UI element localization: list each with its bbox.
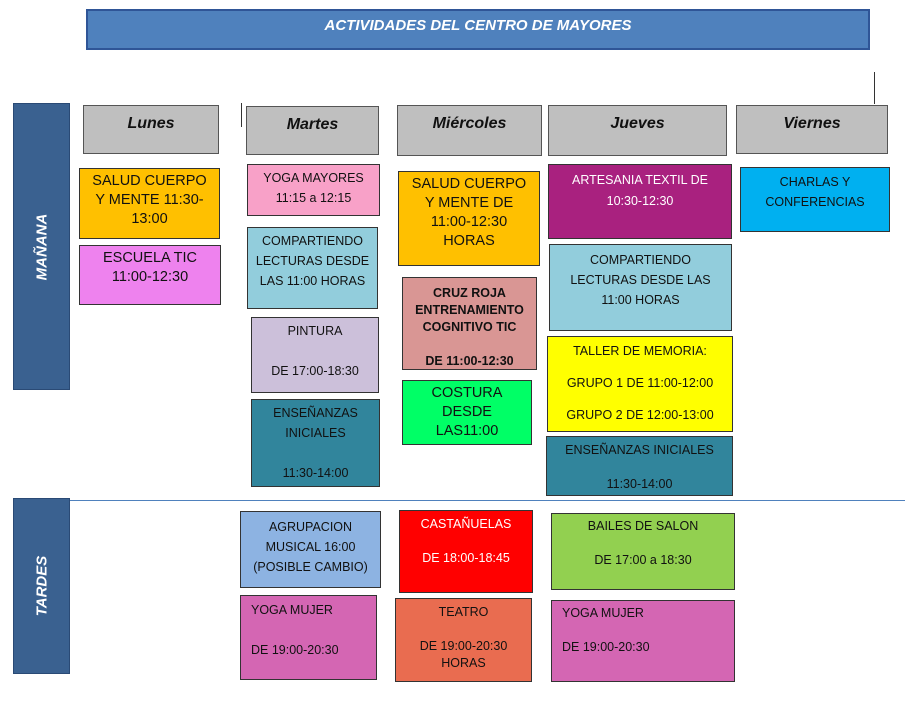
activity-thu-artesania: ARTESANIA TEXTIL DE 10:30-12:30 bbox=[548, 164, 732, 239]
activity-line: 11:00-12:30 bbox=[430, 214, 508, 230]
activity-tue-ensenanzas: ENSEÑANZAS INICIALES 11:30-14:00 bbox=[251, 399, 380, 487]
activity-thu-yoga-mujer: YOGA MUJER DE 19:00-20:30 bbox=[551, 600, 735, 682]
activity-line bbox=[552, 391, 728, 407]
activity-line: DE 19:00-20:30 bbox=[419, 639, 508, 653]
activity-line: TEATRO bbox=[438, 605, 489, 619]
day-header-friday: Viernes bbox=[736, 105, 888, 154]
day-header-thursday: Jueves bbox=[548, 105, 727, 156]
activity-line: HORAS bbox=[443, 233, 495, 249]
activity-wed-castanuelas: CASTAÑUELAS DE 18:00-18:45 bbox=[399, 510, 533, 593]
activity-line bbox=[251, 620, 372, 640]
activity-line: LAS11:00 bbox=[435, 423, 499, 439]
activity-line: COMPARTIENDO bbox=[262, 234, 363, 248]
activity-line: DE 11:00-12:30 bbox=[425, 354, 514, 368]
activity-line bbox=[256, 341, 374, 361]
activity-line bbox=[562, 622, 730, 639]
activity-line: INICIALES bbox=[285, 426, 346, 440]
vertical-line bbox=[874, 72, 875, 104]
activity-fri-charlas: CHARLAS Y CONFERENCIAS bbox=[740, 167, 890, 232]
activity-line: ENSEÑANZAS INICIALES bbox=[565, 443, 714, 457]
activity-tue-lecturas: COMPARTIENDO LECTURAS DESDE LAS 11:00 HORA… bbox=[247, 227, 378, 309]
page-title: ACTIVIDADES DEL CENTRO DE MAYORES bbox=[86, 9, 870, 50]
activity-line: DE 19:00-20:30 bbox=[251, 643, 339, 657]
activity-line: DE 17:00-18:30 bbox=[271, 364, 359, 378]
activity-line: 11:00-12:30 bbox=[111, 269, 189, 285]
activity-line: ENTRENAMIENTO bbox=[415, 303, 524, 317]
activity-line: 13:00 bbox=[131, 211, 168, 227]
section-morning: MAÑANA bbox=[13, 103, 70, 390]
activity-line: ARTESANIA TEXTIL DE bbox=[572, 173, 708, 187]
activity-line: DE 19:00-20:30 bbox=[562, 640, 650, 654]
activity-line: (POSIBLE CAMBIO) bbox=[253, 560, 368, 574]
activity-line: HORAS bbox=[441, 656, 486, 670]
activity-thu-lecturas: COMPARTIENDO LECTURAS DESDE LAS 11:00 HORA… bbox=[549, 244, 732, 331]
activity-line: DE 17:00 a 18:30 bbox=[594, 553, 692, 567]
activity-line: CONFERENCIAS bbox=[765, 195, 865, 209]
activity-thu-bailes: BAILES DE SALON DE 17:00 a 18:30 bbox=[551, 513, 735, 590]
activity-line: AGRUPACION bbox=[268, 520, 353, 534]
activity-line: DE 18:00-18:45 bbox=[422, 551, 510, 565]
activity-line: 11:30-14:00 bbox=[606, 477, 673, 491]
activity-wed-cruz-roja: CRUZ ROJA ENTRENAMIENTO COGNITIVO TIC DE 1… bbox=[402, 277, 537, 370]
activity-tue-pintura: PINTURA DE 17:00-18:30 bbox=[251, 317, 379, 393]
activity-line bbox=[556, 535, 730, 552]
section-afternoon: TARDES bbox=[13, 498, 70, 674]
day-header-wednesday: Miércoles bbox=[397, 105, 542, 156]
activity-line: Y MENTE DE bbox=[424, 195, 514, 211]
activity-line: MUSICAL 16:00 bbox=[265, 540, 356, 554]
activity-line bbox=[551, 459, 728, 476]
activity-line: DESDE bbox=[442, 404, 492, 420]
activity-line: CHARLAS Y bbox=[779, 175, 851, 189]
activity-line: ENSEÑANZAS bbox=[273, 406, 358, 420]
activity-line: LECTURAS DESDE bbox=[255, 254, 370, 268]
activity-line: COGNITIVO TIC bbox=[422, 320, 517, 334]
activity-line: YOGA MAYORES bbox=[263, 171, 364, 185]
activity-line: Y MENTE 11:30- bbox=[95, 192, 204, 208]
activity-line: YOGA MUJER bbox=[251, 603, 333, 617]
activity-wed-costura: COSTURA DESDE LAS11:00 bbox=[402, 380, 532, 445]
activity-thu-ensenanzas: ENSEÑANZAS INICIALES 11:30-14:00 bbox=[546, 436, 733, 496]
activity-line: TALLER DE MEMORIA: bbox=[573, 344, 707, 358]
activity-line: 10:30-12:30 bbox=[606, 194, 674, 208]
activity-line: YOGA MUJER bbox=[562, 606, 644, 620]
activity-line: 11:00 HORAS bbox=[601, 293, 680, 307]
activity-line: 11:30-14:00 bbox=[282, 466, 349, 480]
activity-line: PINTURA bbox=[287, 324, 343, 338]
activity-line bbox=[407, 336, 532, 353]
activity-line bbox=[400, 621, 527, 638]
activity-line bbox=[256, 443, 375, 463]
activity-mon-tic: ESCUELA TIC 11:00-12:30 bbox=[79, 245, 221, 305]
activity-line: SALUD CUERPO bbox=[411, 176, 527, 192]
activity-line: COMPARTIENDO bbox=[590, 253, 691, 267]
activity-line bbox=[404, 533, 528, 550]
activity-line: BAILES DE SALON bbox=[587, 519, 699, 533]
activity-line: CRUZ ROJA bbox=[433, 286, 506, 300]
vertical-line bbox=[241, 103, 242, 127]
activity-line: LAS 11:00 HORAS bbox=[259, 274, 366, 288]
activity-line: CASTAÑUELAS bbox=[420, 517, 512, 531]
activity-line: GRUPO 1 DE 11:00-12:00 bbox=[566, 376, 714, 390]
activity-tue-agrupacion-musical: AGRUPACION MUSICAL 16:00 (POSIBLE CAMBIO) bbox=[240, 511, 381, 588]
activity-line: SALUD CUERPO bbox=[92, 173, 207, 189]
activity-line bbox=[552, 359, 728, 375]
day-header-monday: Lunes bbox=[83, 105, 219, 154]
day-header-tuesday: Martes bbox=[246, 106, 379, 155]
section-divider bbox=[70, 500, 905, 501]
activity-tue-yoga: YOGA MAYORES 11:15 a 12:15 bbox=[247, 164, 380, 216]
activity-mon-salud: SALUD CUERPO Y MENTE 11:30- 13:00 bbox=[79, 168, 220, 239]
activity-line: LECTURAS DESDE LAS bbox=[570, 273, 711, 287]
activity-thu-memoria: TALLER DE MEMORIA: GRUPO 1 DE 11:00-12:0… bbox=[547, 336, 733, 432]
activity-line: 11:15 a 12:15 bbox=[275, 191, 352, 205]
activity-tue-yoga-mujer: YOGA MUJER DE 19:00-20:30 bbox=[240, 595, 377, 680]
activity-line: COSTURA bbox=[431, 385, 503, 401]
activity-line: ESCUELA TIC bbox=[102, 250, 198, 266]
activity-line: GRUPO 2 DE 12:00-13:00 bbox=[566, 408, 714, 422]
